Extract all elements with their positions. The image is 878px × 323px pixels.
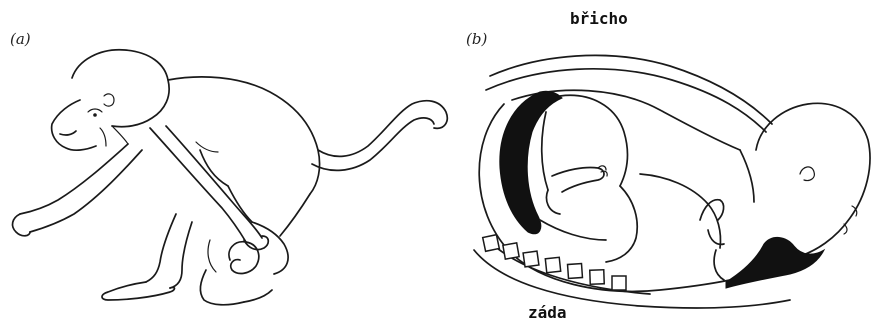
fetal-back [560,95,627,186]
abdomen-label: břicho [570,9,628,28]
panel-a: (a) [10,30,447,305]
back-label: záda [528,303,567,322]
panel-a-label: (a) [10,30,31,48]
monkey-illustration [13,50,448,305]
fetal-head [756,103,870,258]
pelvic-bone [726,237,824,288]
birth-cross-section [474,55,870,308]
panel-b-label: (b) [466,30,487,48]
placenta [500,91,562,234]
panel-b: (b) břicho záda [466,9,870,322]
spine [483,235,626,290]
